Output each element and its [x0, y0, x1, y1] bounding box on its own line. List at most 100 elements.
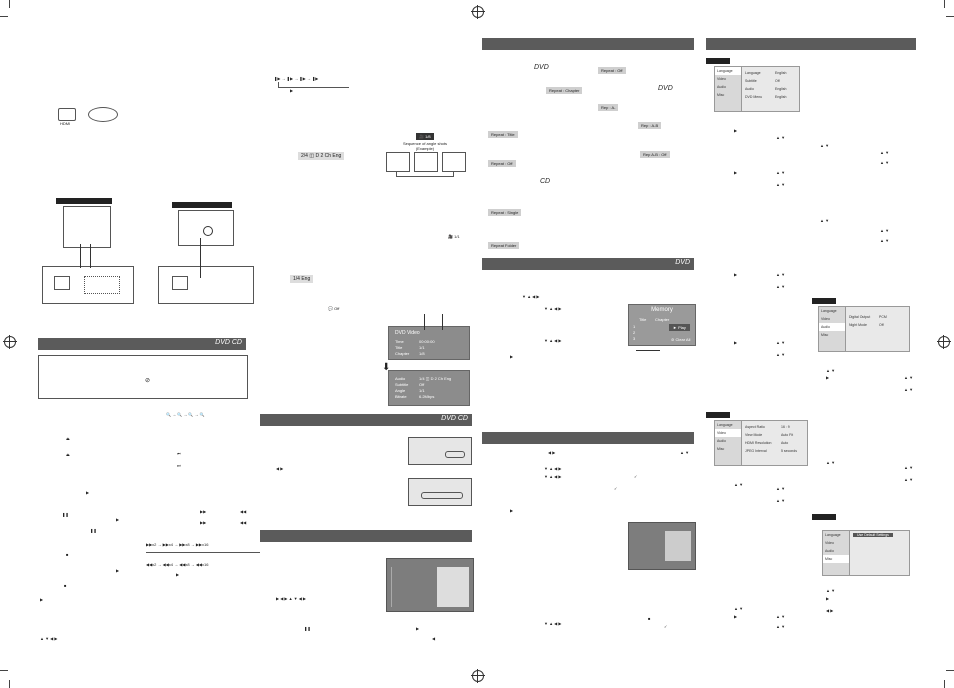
menu-tab-language[interactable]: Language	[715, 67, 741, 75]
menu-option-label[interactable]: Digital Output	[849, 315, 871, 319]
menu-tab-audio[interactable]: Audio	[717, 439, 726, 443]
arrow-keys-icon: ▲ ▼	[776, 498, 786, 503]
repeat-osd: Rep : A-	[598, 104, 619, 111]
menu-option-value: English	[775, 71, 787, 75]
menu-option-label[interactable]: Use Default Settings	[853, 533, 893, 537]
nav-keys-icon: ▶ ◀ ▶ ▲ ▼ ◀ ▶	[276, 596, 306, 601]
menu-option-label[interactable]: Subtitle	[745, 79, 757, 83]
memory-play-button[interactable]: ► Play	[669, 324, 690, 331]
menu-option-value: 16 : 9	[781, 425, 790, 429]
crop-mark	[946, 16, 954, 17]
rew-icon: ◀◀	[240, 509, 247, 514]
preview-pane	[665, 531, 691, 561]
menu-tab-video[interactable]: Video	[715, 429, 741, 437]
arrow-keys-icon: ▼ ▲ ◀ ▶	[522, 294, 540, 299]
eject-icon: ⏏	[66, 452, 70, 457]
menu-option-label[interactable]: View Mode	[745, 433, 763, 437]
menu-tab-language[interactable]: Language	[717, 423, 733, 427]
menu-option-label[interactable]: Language	[745, 71, 761, 75]
memory-header: Memory	[651, 307, 673, 313]
section-header-bar	[706, 38, 916, 50]
prev-icon: ⏮	[177, 451, 181, 456]
menu-tab-language[interactable]: Language	[821, 309, 837, 313]
arrow-keys-icon: ◀ ▶	[276, 466, 284, 471]
info-label: Audio	[395, 376, 406, 381]
menu-tab-video[interactable]: Video	[717, 77, 726, 81]
menu-option-label[interactable]: Audio	[745, 87, 754, 91]
menu-tab-video[interactable]: Video	[821, 317, 830, 321]
arrow-keys-icon: ▼ ▲ ◀ ▶	[544, 474, 562, 479]
memory-row: 1	[633, 324, 636, 329]
registration-mark-icon	[937, 335, 951, 349]
repeat-osd: Repeat : Chapter	[546, 87, 583, 94]
cable-line	[90, 244, 91, 268]
menu-option-label[interactable]: JPEG Interval	[745, 449, 767, 453]
crop-mark	[9, 0, 10, 8]
arrow-keys-icon: ▼ ▲ ◀ ▶	[544, 306, 562, 311]
arrow-keys-icon: ▲ ▼	[904, 465, 914, 470]
section-header-bar	[482, 38, 694, 50]
callout-line	[636, 344, 660, 351]
stop-icon: ■	[648, 616, 651, 621]
hdmi-port-icon	[58, 108, 76, 121]
arrow-keys-icon: ▲ ▼	[826, 368, 836, 373]
angle-sequence-title: Sequence of angle shots	[402, 141, 448, 146]
menu-tab-audio[interactable]: Audio	[717, 85, 726, 89]
arrow-keys-icon: ▼ ▲ ◀ ▶	[544, 621, 562, 626]
angle-badge: 🎥 1/1	[448, 234, 460, 239]
arrow-keys-icon: ▲ ▼	[776, 135, 786, 140]
menu-tab-misc[interactable]: Misc	[823, 555, 849, 563]
crop-mark	[0, 670, 8, 671]
angle-shot-icon	[414, 152, 438, 172]
section-header-bar	[482, 432, 694, 444]
arrow-keys-icon: ▲ ▼	[826, 460, 836, 465]
osd-field	[421, 492, 463, 499]
arrow-keys-icon: ▲ ▼	[734, 482, 744, 487]
menu-option-label[interactable]: DVD Menu	[745, 95, 763, 99]
menu-option-label[interactable]: Night Mode	[849, 323, 867, 327]
play-icon: ▶	[116, 568, 120, 573]
angle-shot-icon	[386, 152, 410, 172]
menu-option-label[interactable]: HDMI Resolution	[745, 441, 772, 445]
disc-logo-icon: DVD CD	[215, 339, 242, 346]
menu-tab-misc[interactable]: Misc	[717, 447, 725, 451]
play-icon: ▶	[826, 596, 830, 601]
tv-rear-panel	[63, 206, 111, 248]
language-menu: Language Video Audio Misc Language Engli…	[714, 66, 800, 112]
menu-tab-misc[interactable]: Misc	[821, 333, 829, 337]
loop-line	[396, 172, 454, 177]
menu-tab-audio[interactable]: Audio	[825, 549, 834, 553]
info-value: Off	[419, 382, 425, 387]
repeat-osd: Repeat : Single	[488, 209, 522, 216]
repeat-osd: Rep A-B : Off	[640, 151, 670, 158]
menu-tag	[812, 514, 836, 520]
tv-rear-panel-2	[178, 210, 234, 246]
callout-line	[442, 314, 443, 330]
menu-tab-video[interactable]: Video	[825, 541, 834, 545]
info-panel-top: DVD Video Time 00:00:00 Title 1/1 Chapte…	[388, 326, 470, 360]
crop-mark	[0, 16, 8, 17]
angle-shot-icon	[442, 152, 466, 172]
menu-tab-language[interactable]: Language	[825, 533, 841, 537]
play-icon: ▶	[510, 354, 514, 359]
info-value: 1/8	[419, 351, 425, 356]
stop-icon: ■	[66, 552, 69, 557]
disc-logo-icon: DVD	[658, 85, 673, 92]
menu-option-label[interactable]: Aspect Ratio	[745, 425, 765, 429]
menu-sidebar: Language Video Audio Misc	[715, 67, 742, 111]
osd-field	[445, 451, 465, 458]
play-icon: ▶	[116, 517, 120, 522]
memory-col: Chapter	[655, 317, 670, 322]
angle-sequence-subtitle: (Example)	[415, 146, 435, 151]
ff-icon: ▶▶	[200, 509, 207, 514]
menu-tab-misc[interactable]: Misc	[717, 93, 725, 97]
disc-logo-icon: DVD CD	[441, 415, 468, 422]
audio-badge: 2/4 ◫ D 2 Ch Eng	[298, 152, 345, 160]
arrow-keys-icon: ▲ ▼	[826, 588, 836, 593]
crop-mark	[946, 670, 954, 671]
info-label: Time	[395, 339, 404, 344]
arrow-keys-icon: ▲ ▼	[776, 340, 786, 345]
memory-clear-button[interactable]: ⊘ Clear All	[671, 337, 691, 342]
arrow-keys-icon: ▼ ▲ ◀ ▶	[544, 466, 562, 471]
menu-tab-audio[interactable]: Audio	[819, 323, 845, 331]
